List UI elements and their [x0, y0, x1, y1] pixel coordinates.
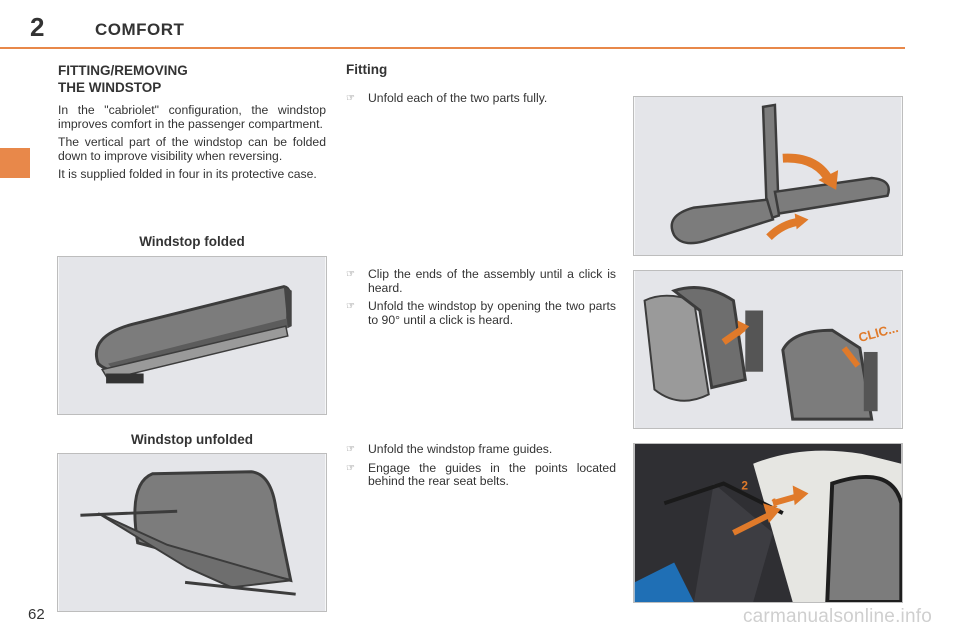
engage-guides-illustration: 2 1	[633, 443, 903, 603]
section-title-line1: FITTING/REMOVING	[58, 63, 188, 78]
hand-pointer-icon: ☞	[346, 462, 355, 474]
caption-windstop-unfolded: Windstop unfolded	[130, 432, 254, 447]
hand-pointer-icon: ☞	[346, 444, 355, 455]
fitting-title: Fitting	[346, 62, 388, 77]
fitting-steps-group-3: ☞ Unfold the windstop frame guides. ☞ En…	[346, 442, 616, 494]
unfold-parts-illustration	[633, 96, 903, 256]
header-rule	[0, 47, 905, 49]
clip-assembly-illustration: CLIC...	[633, 270, 903, 429]
guide-number-2: 2	[741, 478, 748, 492]
windstop-unfolded-illustration	[57, 453, 327, 612]
intro-paragraph: The vertical part of the windstop can be…	[58, 135, 326, 163]
intro-paragraph: It is supplied folded in four in its pro…	[58, 167, 317, 182]
fitting-steps-group-1: ☞ Unfold each of the two parts fully.	[346, 91, 616, 111]
hand-pointer-icon: ☞	[346, 269, 355, 280]
fitting-steps-group-2: ☞ Clip the ends of the assembly until a …	[346, 267, 616, 332]
list-item: ☞ Unfold each of the two parts fully.	[346, 91, 616, 106]
page-number: 62	[28, 606, 45, 623]
list-item: ☞ Engage the guides in the points locate…	[346, 460, 616, 489]
windstop-folded-illustration	[57, 256, 327, 415]
hand-pointer-icon: ☞	[346, 93, 355, 104]
intro-text: In the "cabriolet" configuration, the wi…	[58, 103, 326, 187]
list-item: ☞ Clip the ends of the assembly until a …	[346, 267, 616, 295]
step-text: Clip the ends of the assembly until a cl…	[368, 267, 616, 295]
caption-windstop-folded: Windstop folded	[139, 234, 245, 249]
chapter-tab	[0, 148, 30, 178]
watermark-text: carmanualsonline.info	[742, 606, 932, 627]
hand-pointer-icon: ☞	[346, 301, 355, 313]
step-text: Engage the guides in the points located …	[368, 460, 616, 489]
chapter-title: COMFORT	[95, 20, 185, 39]
list-item: ☞ Unfold the windstop frame guides.	[346, 442, 616, 457]
step-text: Unfold the windstop by opening the two p…	[368, 299, 616, 327]
section-title-line2: THE WINDSTOP	[58, 80, 162, 95]
chapter-number: 2	[30, 12, 45, 42]
list-item: ☞ Unfold the windstop by opening the two…	[346, 299, 616, 327]
section-title: FITTING/REMOVING THE WINDSTOP	[58, 62, 188, 96]
intro-paragraph: In the "cabriolet" configuration, the wi…	[58, 103, 326, 131]
step-text: Unfold the windstop frame guides.	[368, 442, 553, 456]
guide-number-1: 1	[771, 496, 778, 510]
step-text: Unfold each of the two parts fully.	[368, 91, 548, 105]
